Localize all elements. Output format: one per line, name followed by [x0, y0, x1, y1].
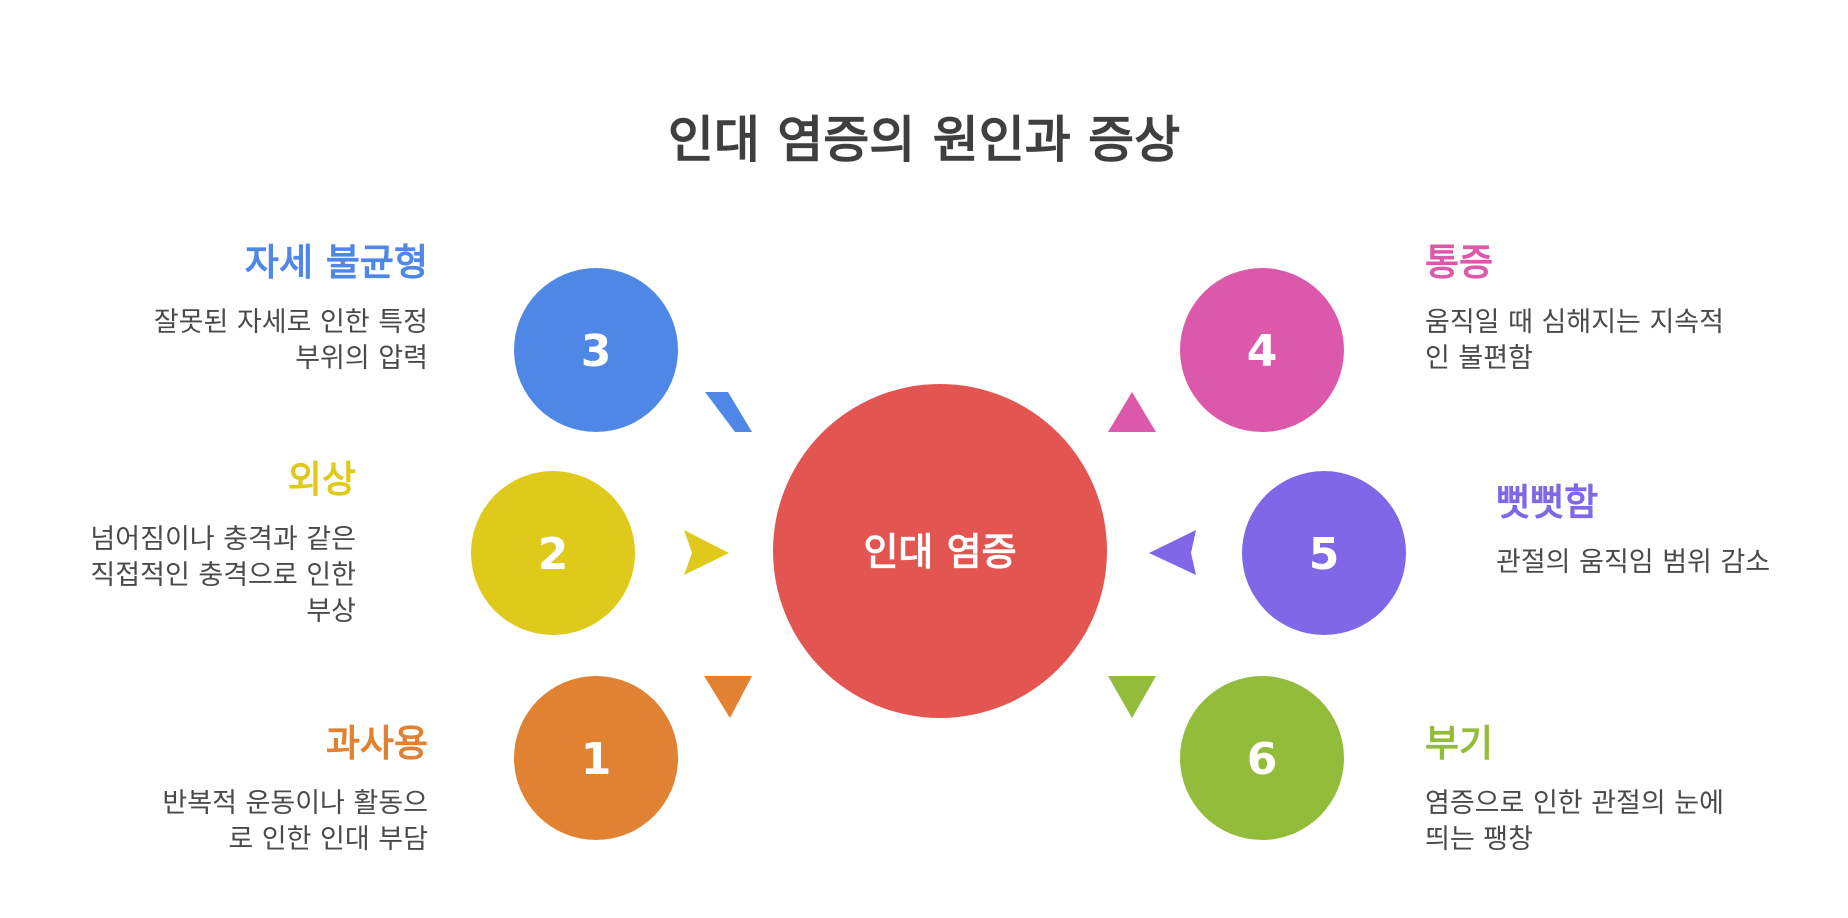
cause-3-description: 잘못된 자세로 인한 특정 부위의 압력: [153, 307, 428, 374]
node-1-circle: [514, 676, 678, 840]
center-circle: [773, 384, 1107, 718]
cause-2-heading: 외상: [287, 458, 356, 501]
symptom-5-description: 관절의 움직임 범위 감소: [1496, 547, 1771, 578]
cause-1-description: 반복적 운동이나 활동으로 인한 인대 부담: [162, 788, 428, 855]
arrow-2: [684, 530, 729, 575]
node-5-circle: [1242, 471, 1406, 635]
node-4-number: 4: [1247, 326, 1278, 377]
symptom-4-description: 움직일 때 심해지는 지속적인 불편함: [1425, 307, 1724, 374]
arrow-5: [1149, 530, 1196, 575]
cause-1-heading: 과사용: [325, 722, 428, 765]
symptom-6-block: 부기 염증으로 인한 관절의 눈에 띄는 팽창: [1425, 722, 1725, 858]
node-3-circle: [514, 268, 678, 432]
cause-3-heading: 자세 불균형: [244, 241, 428, 284]
symptom-4-heading: 통증: [1425, 241, 1494, 284]
node-5-number: 5: [1309, 529, 1340, 580]
symptom-6-description: 염증으로 인한 관절의 눈에 띄는 팽창: [1425, 788, 1724, 855]
symptom-6-heading: 부기: [1425, 722, 1494, 765]
symptom-5-block: 뻣뻣함 관절의 움직임 범위 감소: [1496, 481, 1796, 581]
cause-1-block: 과사용 반복적 운동이나 활동으로 인한 인대 부담: [138, 722, 428, 858]
node-3-number: 3: [581, 326, 612, 377]
cause-3-block: 자세 불균형 잘못된 자세로 인한 특정 부위의 압력: [128, 241, 428, 377]
center-label: 인대 염증: [863, 530, 1016, 574]
arrow-4: [1108, 392, 1156, 432]
arrow-3: [705, 392, 752, 432]
cause-2-description: 넘어짐이나 충격과 같은 직접적인 충격으로 인한 부상: [90, 524, 356, 627]
arrow-6: [1108, 676, 1156, 718]
node-6-number: 6: [1247, 734, 1278, 785]
node-2-circle: [471, 471, 635, 635]
arrow-1: [704, 676, 752, 718]
node-2-number: 2: [538, 529, 569, 580]
node-6-circle: [1180, 676, 1344, 840]
page-title: 인대 염증의 원인과 증상: [667, 111, 1181, 169]
cause-2-block: 외상 넘어짐이나 충격과 같은 직접적인 충격으로 인한 부상: [76, 458, 356, 630]
node-4-circle: [1180, 268, 1344, 432]
symptom-5-heading: 뻣뻣함: [1496, 481, 1599, 524]
symptom-4-block: 통증 움직일 때 심해지는 지속적인 불편함: [1425, 241, 1725, 377]
node-1-number: 1: [581, 734, 612, 785]
